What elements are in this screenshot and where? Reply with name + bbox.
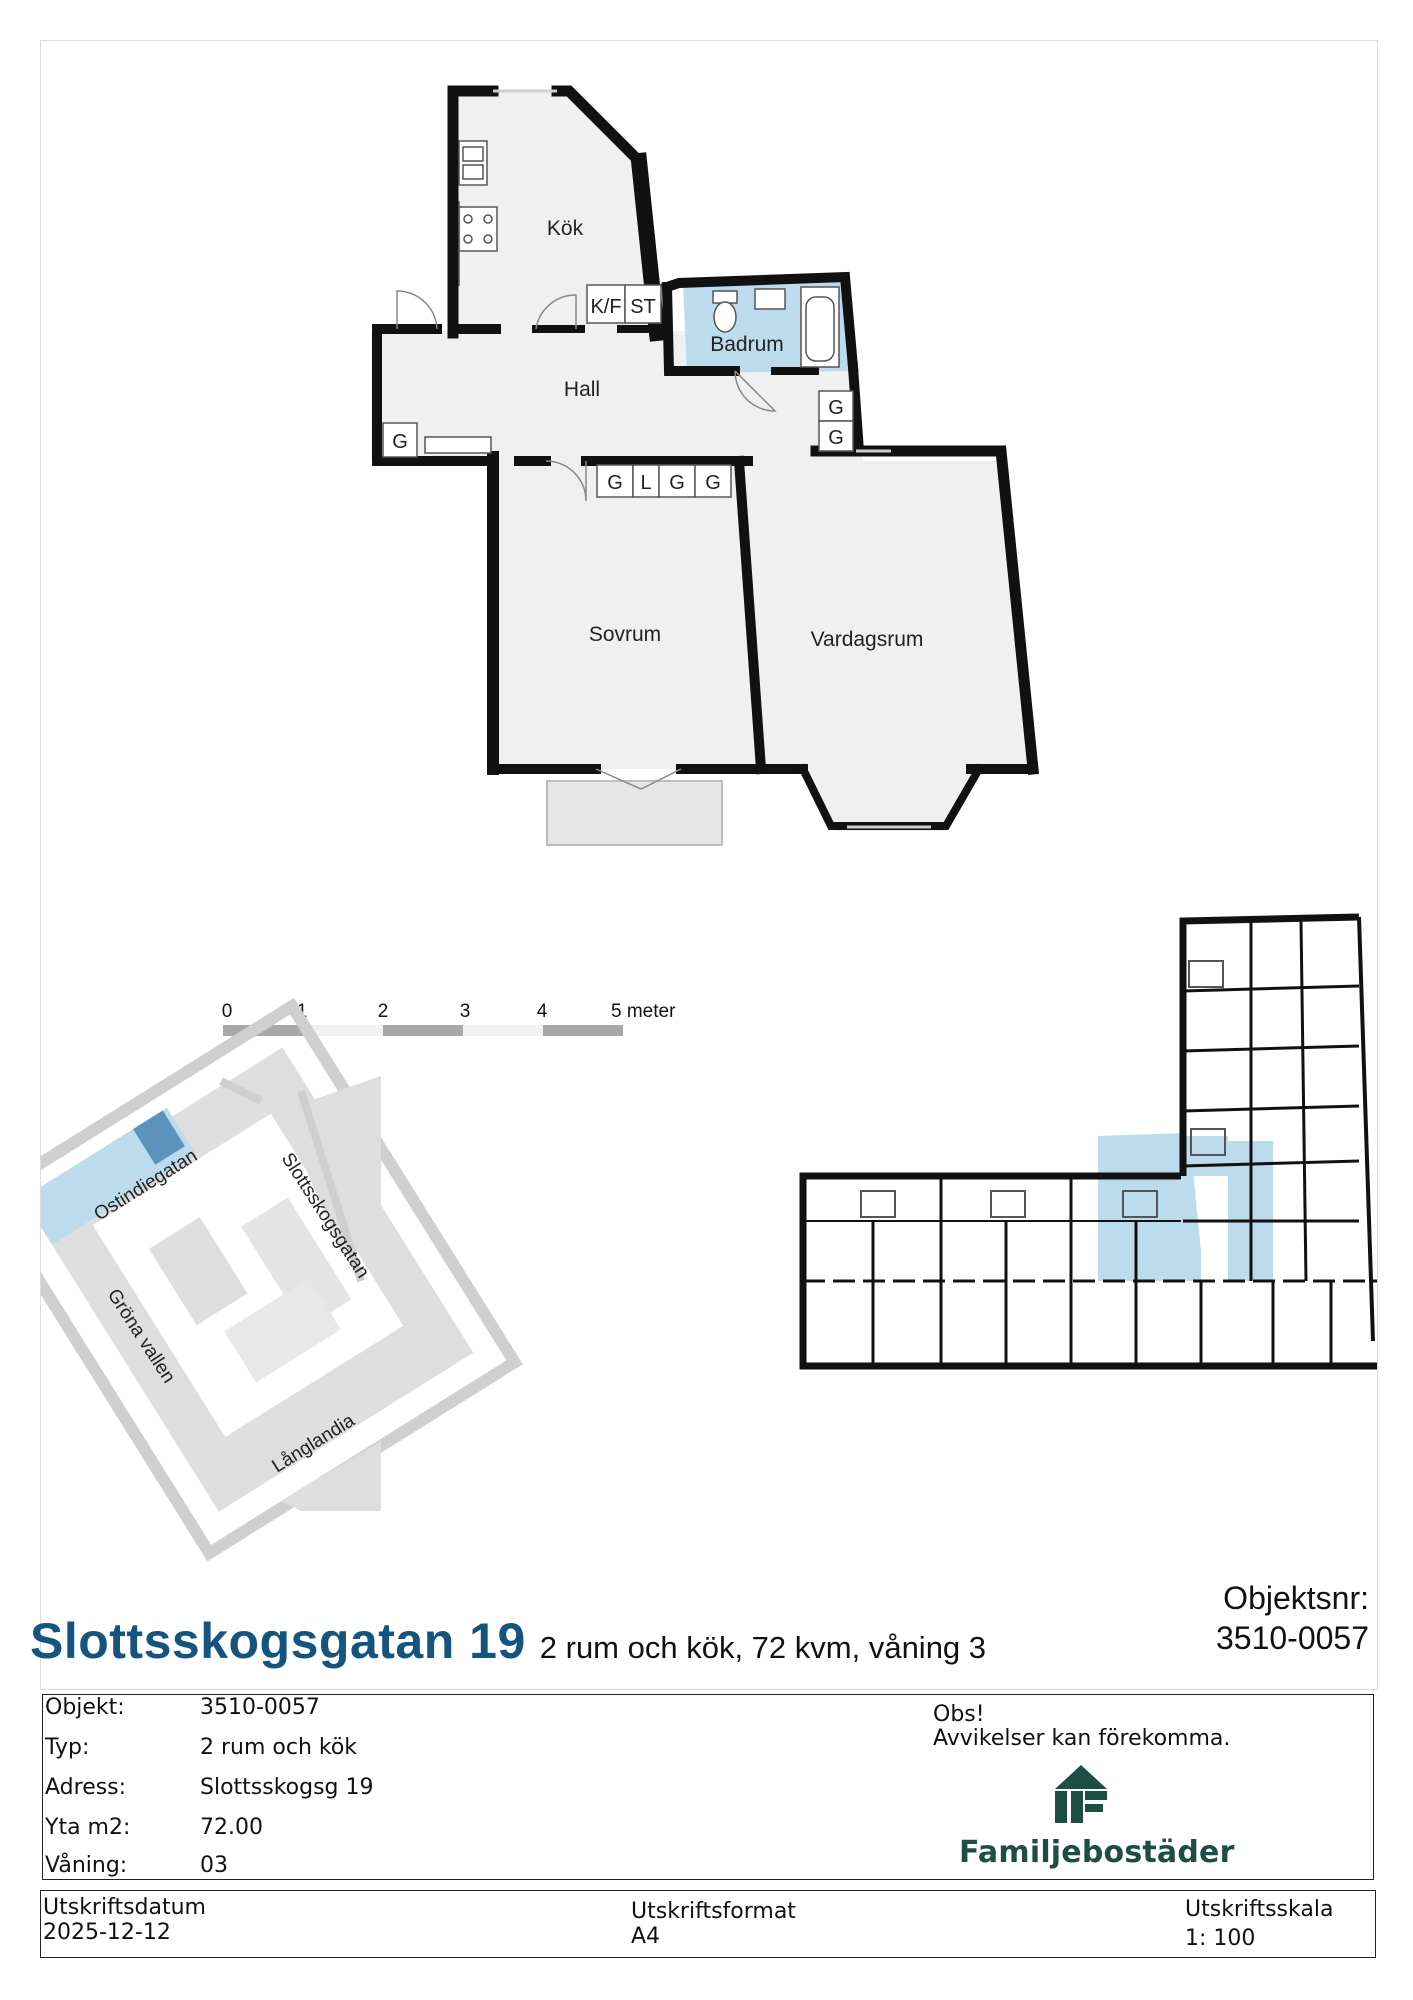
apartment-floorplan: K/F ST G G G	[371, 85, 1040, 846]
bathroom-fixtures	[712, 286, 840, 368]
room-label-living-room: Vardagsrum	[811, 628, 924, 651]
print-format: Utskriftsformat A4	[631, 1899, 796, 1949]
info-label: Adress:	[45, 1775, 127, 1800]
wardrobe-g-3: G	[392, 431, 408, 453]
room-label-bathroom: Badrum	[710, 333, 784, 356]
fridge-freezer-label: K/F	[590, 296, 621, 318]
property-title: Slottsskogsgatan 19 2 rum och kök, 72 kvm…	[30, 1612, 986, 1670]
brand-name: Familjebostäder	[959, 1835, 1235, 1870]
disclaimer-text: Avvikelser kan förekomma.	[933, 1726, 1231, 1751]
disclaimer-title: Obs!	[933, 1702, 985, 1727]
building-overview	[799, 913, 1377, 1370]
kitchen-fixtures	[458, 140, 498, 286]
object-number-value: 3510-0057	[1215, 1620, 1369, 1656]
info-label: Yta m2:	[45, 1815, 131, 1840]
scale-tick-0: 0	[222, 1001, 233, 1022]
living-floor	[736, 461, 1031, 831]
room-label-bedroom: Sovrum	[589, 623, 661, 646]
windows	[493, 89, 931, 829]
storage-label: ST	[630, 296, 656, 318]
disclaimer: Obs! Avvikelser kan förekomma.	[933, 1703, 1230, 1751]
info-value: 3510-0057	[200, 1695, 320, 1720]
room-label-kitchen: Kök	[547, 217, 584, 240]
room-label-hall: Hall	[564, 378, 600, 401]
door-swings	[396, 290, 777, 790]
apartment-summary: 2 rum och kök, 72 kvm, våning 3	[539, 1630, 987, 1665]
kitchen-floor	[449, 91, 657, 333]
print-date-value: 2025-12-12	[43, 1920, 171, 1945]
object-number-block: Objektsnr: 3510-0057	[1216, 1578, 1369, 1658]
info-value: 2 rum och kök	[200, 1735, 358, 1760]
brand-logo-icon	[1055, 1765, 1107, 1823]
wardrobe-l: L	[640, 472, 651, 494]
scale-tick-5: 5 meter	[611, 1001, 676, 1022]
scale-tick-2: 2	[378, 1001, 389, 1022]
scale-tick-3: 3	[460, 1001, 471, 1022]
drawing-sheet: K/F ST G G G	[40, 40, 1378, 1690]
print-date-label: Utskriftsdatum	[43, 1895, 206, 1920]
object-info-box: Objekt: 3510-0057 Typ: 2 rum och kök Adr…	[42, 1694, 1374, 1880]
bedroom-floor	[493, 461, 761, 769]
wardrobe-g-5: G	[669, 472, 685, 494]
info-value: 72.00	[200, 1815, 263, 1840]
print-scale-value: 1: 100	[1185, 1926, 1256, 1951]
print-date: Utskriftsdatum 2025-12-12	[43, 1895, 206, 1945]
info-label: Typ:	[45, 1735, 90, 1760]
floorplan-drawing: K/F ST G G G	[41, 85, 1377, 1562]
balcony	[546, 780, 723, 846]
site-map: Ostindiegatan Slottsskogsgatan Gröna val…	[41, 997, 523, 1562]
print-scale: Utskriftsskala 1: 100	[1185, 1897, 1333, 1951]
fridge-storage	[586, 284, 662, 324]
print-scale-label: Utskriftsskala	[1185, 1897, 1334, 1922]
print-format-value: A4	[631, 1924, 661, 1949]
wardrobe-g-6: G	[705, 472, 721, 494]
info-label: Objekt:	[45, 1695, 125, 1720]
brand-logo: Familjebostäder	[959, 1761, 1235, 1871]
object-number-label: Objektsnr:	[1223, 1580, 1369, 1616]
address-title: Slottsskogsgatan 19	[30, 1613, 526, 1669]
wardrobe-g-2: G	[828, 427, 844, 449]
wardrobe-g-4: G	[607, 472, 623, 494]
wardrobes	[382, 390, 854, 498]
walls	[372, 85, 1040, 830]
print-format-label: Utskriftsformat	[631, 1899, 796, 1924]
info-value: 03	[200, 1853, 228, 1878]
info-label: Våning:	[45, 1853, 128, 1878]
scale-tick-4: 4	[537, 1001, 548, 1022]
info-value: Slottsskogsg 19	[200, 1775, 374, 1800]
print-info-box: Utskriftsdatum 2025-12-12 Utskriftsforma…	[40, 1890, 1376, 1958]
wardrobe-g-1: G	[828, 397, 844, 419]
